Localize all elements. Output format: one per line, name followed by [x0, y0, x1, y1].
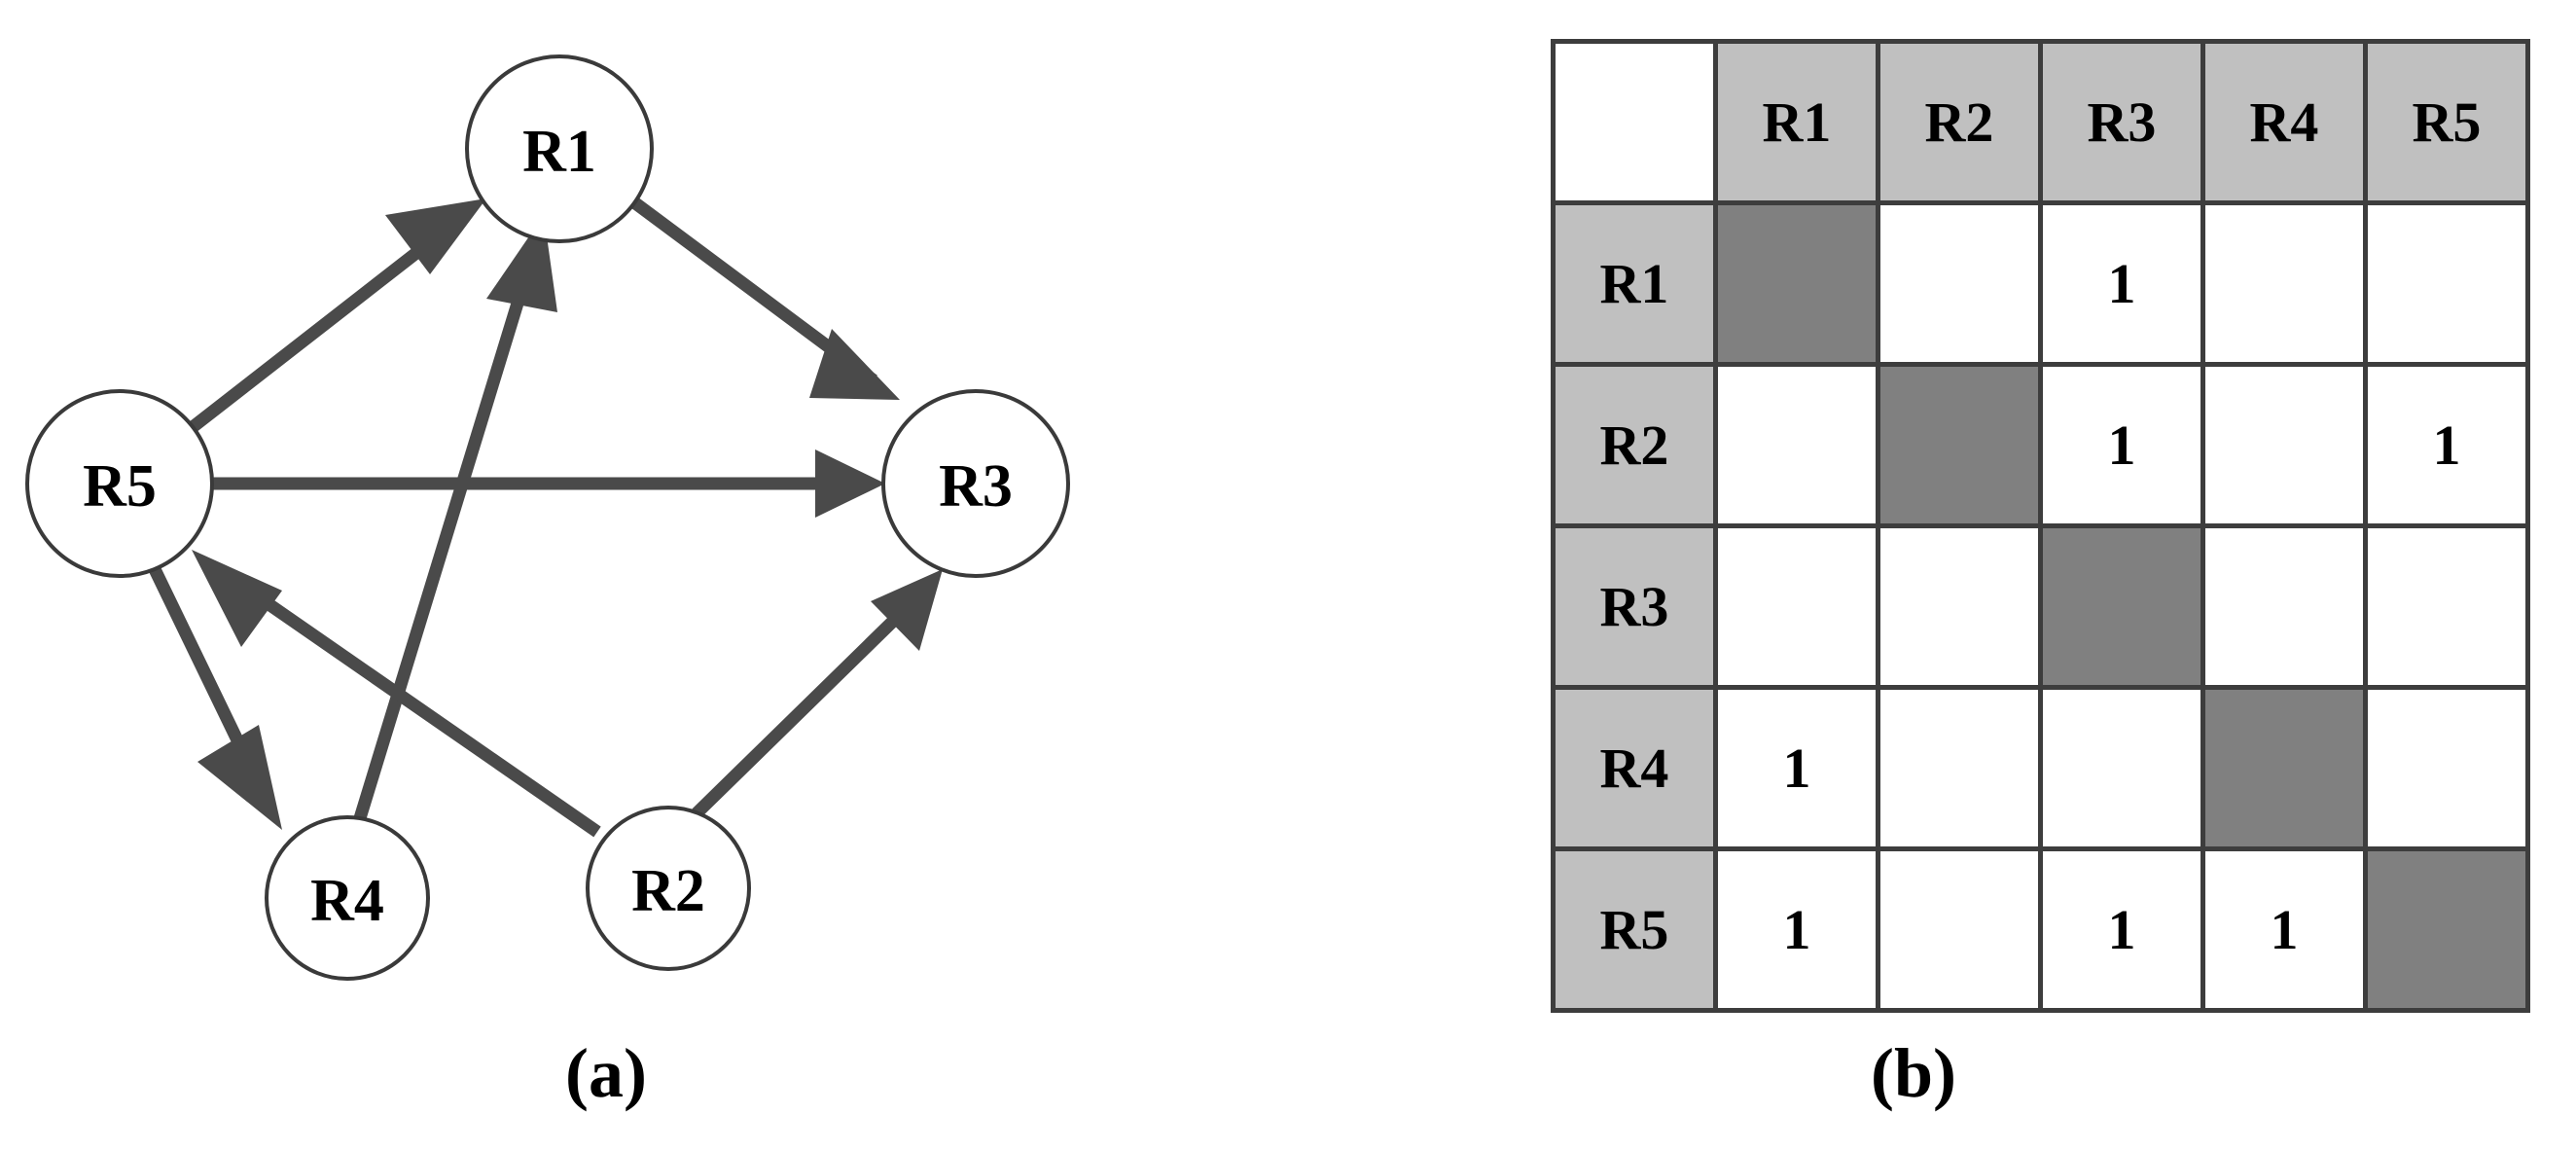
table-header-row: R1 R2 R3 R4 R5 — [1551, 39, 2530, 205]
matrix-cell-R4-R1[interactable]: 1 — [1713, 685, 1880, 851]
column-header-R5: R5 — [2363, 39, 2530, 205]
matrix-cell-R4-R5[interactable] — [2363, 685, 2530, 851]
table-row: R3 — [1551, 523, 2530, 690]
graph-node-label-R4: R4 — [310, 868, 384, 934]
graph-panel: R1 R5 R3 R4 R2 — [0, 0, 1265, 1150]
table-row: R4 1 — [1551, 685, 2530, 851]
matrix-cell-R1-R5[interactable] — [2363, 200, 2530, 367]
matrix-cell-R4-R2[interactable] — [1876, 685, 2043, 851]
edge-R5-to-R4 — [148, 564, 282, 830]
graph-edges — [148, 197, 943, 838]
row-header-R4: R4 — [1551, 685, 1718, 851]
edge-R4-to-R1 — [353, 215, 557, 820]
row-header-R1: R1 — [1551, 200, 1718, 367]
row-header-R5: R5 — [1551, 846, 1718, 1013]
arrowhead-R3-from-R2 — [871, 569, 943, 651]
graph-node-R4[interactable]: R4 — [265, 815, 430, 981]
graph-node-label-R2: R2 — [631, 858, 705, 924]
edge-R5-to-R3 — [212, 449, 885, 518]
graph-node-R3[interactable]: R3 — [881, 389, 1070, 578]
graph-node-R5[interactable]: R5 — [25, 389, 214, 578]
arrowhead-R1-from-R5 — [385, 198, 486, 274]
arrowhead-R3-from-R5 — [815, 449, 885, 518]
matrix-cell-R5-R5[interactable] — [2363, 846, 2530, 1013]
matrix-cell-R5-R3[interactable]: 1 — [2038, 846, 2205, 1013]
matrix-cell-R2-R1[interactable] — [1713, 362, 1880, 528]
graph-node-label-R3: R3 — [939, 453, 1013, 520]
matrix-cell-R5-R2[interactable] — [1876, 846, 2043, 1013]
table-row: R2 1 1 — [1551, 362, 2530, 528]
column-header-R1: R1 — [1713, 39, 1880, 205]
table-row: R5 1 1 1 — [1551, 846, 2530, 1013]
matrix-cell-R3-R3[interactable] — [2038, 523, 2205, 690]
arrowhead-R5-from-R2 — [192, 550, 282, 647]
panel-caption-a: (a) — [565, 1034, 647, 1112]
graph-node-R1[interactable]: R1 — [465, 54, 654, 243]
panel-caption-b: (b) — [1871, 1034, 1956, 1112]
column-header-R3: R3 — [2038, 39, 2205, 205]
matrix-cell-R1-R4[interactable] — [2200, 200, 2368, 367]
matrix-cell-R3-R4[interactable] — [2200, 523, 2368, 690]
matrix-cell-R3-R5[interactable] — [2363, 523, 2530, 690]
matrix-cell-R2-R3[interactable]: 1 — [2038, 362, 2205, 528]
matrix-cell-R5-R4[interactable]: 1 — [2200, 846, 2368, 1013]
edge-R5-to-R1 — [189, 198, 486, 433]
matrix-cell-R3-R1[interactable] — [1713, 523, 1880, 690]
matrix-corner-blank — [1551, 39, 1718, 205]
matrix-cell-R2-R5[interactable]: 1 — [2363, 362, 2530, 528]
matrix-cell-R3-R2[interactable] — [1876, 523, 2043, 690]
graph-node-R2[interactable]: R2 — [586, 806, 751, 971]
matrix-cell-R1-R1[interactable] — [1713, 200, 1880, 367]
column-header-R2: R2 — [1876, 39, 2043, 205]
arrowhead-R3-from-R1 — [809, 329, 900, 400]
adjacency-matrix-table: R1 R2 R3 R4 R5 R1 1 R2 — [1551, 39, 2530, 1013]
graph-node-label-R1: R1 — [522, 119, 596, 185]
matrix-cell-R1-R3[interactable]: 1 — [2038, 200, 2205, 367]
edge-R2-to-R5 — [192, 550, 601, 838]
edge-R2-to-R3 — [692, 569, 943, 818]
matrix-panel: R1 R2 R3 R4 R5 R1 1 R2 — [1518, 0, 2576, 1150]
matrix-cell-R2-R2[interactable] — [1876, 362, 2043, 528]
directed-graph-svg: R1 R5 R3 R4 R2 — [25, 54, 1070, 981]
arrowhead-R4-from-R5 — [197, 725, 282, 830]
table-row: R1 1 — [1551, 200, 2530, 367]
matrix-cell-R1-R2[interactable] — [1876, 200, 2043, 367]
graph-nodes: R1 R5 R3 R4 R2 — [25, 54, 1070, 981]
graph-node-label-R5: R5 — [83, 453, 157, 520]
column-header-R4: R4 — [2200, 39, 2368, 205]
row-header-R2: R2 — [1551, 362, 1718, 528]
matrix-cell-R4-R4[interactable] — [2200, 685, 2368, 851]
row-header-R3: R3 — [1551, 523, 1718, 690]
matrix-cell-R2-R4[interactable] — [2200, 362, 2368, 528]
matrix-cell-R5-R1[interactable]: 1 — [1713, 846, 1880, 1013]
edge-R1-to-R3 — [630, 197, 900, 400]
matrix-cell-R4-R3[interactable] — [2038, 685, 2205, 851]
